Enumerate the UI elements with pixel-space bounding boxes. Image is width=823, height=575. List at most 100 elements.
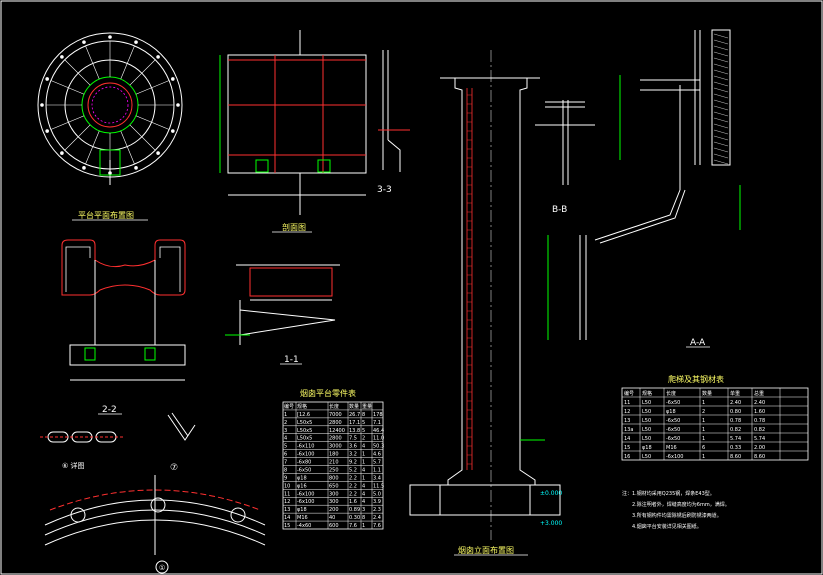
wall-hatch (713, 99, 729, 105)
table-cell: 3.2 (349, 452, 357, 458)
table-cell: 2 (284, 420, 287, 426)
plan-bolt (82, 166, 86, 170)
elevation-view: 剖面图 3-3 (219, 30, 410, 233)
elev-label-c: +3.000 (540, 520, 562, 527)
table-cell: 5 (284, 444, 287, 450)
table-cell: 12 (284, 499, 290, 505)
wall-hatch (713, 153, 729, 159)
table-cell: 13.8 (349, 428, 360, 434)
table-cell: 5.74 (730, 436, 741, 442)
table-cell: 1 (362, 452, 365, 458)
table-cell: 4 (362, 491, 365, 497)
table-cell: 0.78 (730, 418, 741, 424)
table-cell: 3000 (329, 444, 342, 450)
note-line-2: 2.除注明者外，焊缝高度均为6mm，满焊。 (632, 501, 730, 508)
wall-hatch (713, 159, 729, 165)
table-cell: 2.2 (349, 491, 357, 497)
section-2-2-title: 2-2 (102, 405, 117, 415)
table-cell: 2800 (329, 436, 342, 442)
table-cell: -6x50 (666, 427, 680, 433)
table-cell: 8 (284, 467, 287, 473)
table-cell: 46.4 (373, 428, 384, 434)
wall-hatch (713, 51, 729, 57)
table-cell: 17.1 (349, 420, 360, 426)
table-header-cell: 单重 (730, 390, 740, 397)
plan-bolt (40, 103, 44, 107)
table-cell: 12 (624, 409, 630, 415)
plan-radial-line (129, 124, 156, 151)
table-header-cell: 编号 (284, 403, 294, 410)
table-cell: -6x50 (666, 418, 680, 424)
wall-hatch (713, 45, 729, 51)
wall-hatch (713, 117, 729, 123)
table-cell: 9 (284, 475, 287, 481)
platform-plan-view: 平台平面布置图 (37, 32, 183, 221)
table-cell: 1 (362, 475, 365, 481)
notes-block: 注：1.钢材均采用Q235钢，焊条E43型。 2.除注明者外，焊缝高度均为6mm… (622, 490, 730, 530)
table-cell: 1.1 (373, 467, 381, 473)
plan-radial-line (50, 115, 85, 130)
detail-7-title: ⑦ (170, 463, 178, 473)
platform-plan-title: 平台平面布置图 (78, 210, 134, 220)
note-line-1: 注：1.钢材均采用Q235钢，焊条E43型。 (622, 490, 715, 497)
table-header-cell: 规格 (642, 390, 652, 397)
table-cell: 50.3 (373, 444, 384, 450)
chimney-elevation-view: ±0.000 +3.000 烟囱立面布置图 (409, 50, 562, 556)
table-cell: 11 (624, 400, 630, 406)
table-cell: 13a (624, 427, 633, 433)
table-cell: L50 (642, 454, 651, 460)
table-cell: 7.6 (373, 523, 381, 529)
plan-radial-line (85, 45, 100, 80)
table-cell: 0.30 (349, 515, 360, 521)
table-cell: 0.82 (754, 427, 765, 433)
table-cell: 5.7 (373, 460, 381, 466)
table-cell: 300 (329, 499, 339, 505)
plan-radial-line (64, 124, 91, 151)
plan-bolt (171, 129, 175, 133)
table-cell: 3 (284, 428, 287, 434)
plan-bolt (156, 55, 160, 59)
note-line-3: 3.所有钢构件均需除锈后刷防锈漆两道。 (632, 512, 722, 519)
table-cell: -6x100 (297, 491, 315, 497)
elevation-title: 剖面图 (282, 222, 306, 232)
wall-hatch (713, 147, 729, 153)
plan-bolt (171, 77, 175, 81)
table-header-cell: 长度 (329, 403, 339, 410)
table-cell: 2 (702, 409, 705, 415)
table-cell: 2 (362, 436, 365, 442)
table-cell: 1 (284, 412, 287, 418)
table-cell: M16 (666, 445, 677, 451)
wall-hatch (713, 105, 729, 111)
table-header-cell: 长度 (666, 390, 676, 397)
table-cell: 8.60 (730, 454, 741, 460)
table-cell: -6x100 (297, 452, 315, 458)
table-cell: 180 (329, 452, 339, 458)
table-header-cell: 编号 (624, 390, 634, 397)
table-cell: 1 (702, 454, 705, 460)
table-cell: 300 (329, 491, 339, 497)
table-cell: 2.2 (349, 475, 357, 481)
plan-bolt (82, 40, 86, 44)
table-cell: 0.80 (730, 409, 741, 415)
table-cell: 650 (329, 483, 339, 489)
plan-bolt (45, 129, 49, 133)
wall-hatch (713, 123, 729, 129)
note-line-4: 4.烟囱平台安装详见相关图纸。 (632, 523, 702, 530)
table-cell: 210 (329, 460, 339, 466)
table-cell: 200 (329, 507, 339, 513)
table-cell: 13 (284, 507, 290, 513)
detail-1-title: ① (159, 564, 165, 572)
plan-radial-line (50, 80, 85, 95)
table-cell: 6 (702, 445, 705, 451)
table-cell: -6x110 (297, 444, 315, 450)
table-cell: 5 (362, 420, 365, 426)
detail-1-view: ① (44, 475, 266, 574)
plan-bolt (134, 166, 138, 170)
table-cell: 178 (373, 412, 383, 418)
table-cell: 4 (362, 467, 365, 473)
wall-hatch (713, 93, 729, 99)
detail-6-view: ⑥ 详图 ⑦ (40, 412, 196, 473)
wall-hatch (713, 141, 729, 147)
